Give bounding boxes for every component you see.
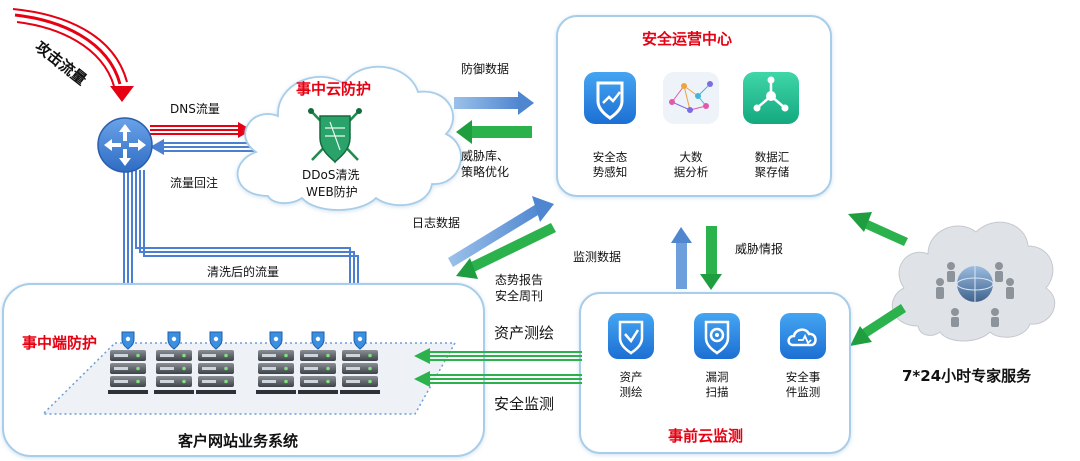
situational-awareness-icon bbox=[584, 72, 636, 124]
soc-title: 安全运营中心 bbox=[642, 30, 733, 48]
situation-report-arrow bbox=[456, 223, 556, 279]
asset-mapping-arrow bbox=[428, 351, 582, 361]
data-aggregation-icon bbox=[743, 72, 799, 124]
server-icon bbox=[256, 331, 296, 394]
server-icon bbox=[196, 331, 236, 394]
precloud-item-label: 资产 测绘 bbox=[619, 370, 643, 399]
big-data-icon bbox=[663, 72, 719, 124]
soc-item-label: 安全态 势感知 bbox=[592, 150, 628, 179]
dns-traffic-arrow bbox=[150, 122, 252, 138]
customer-system-title: 客户网站业务系统 bbox=[178, 432, 299, 450]
expert-team-icon bbox=[936, 262, 1014, 327]
monitor-data-label: 监测数据 bbox=[573, 250, 622, 264]
shield-swords-icon bbox=[308, 108, 362, 164]
asset-mapping-arrowhead bbox=[414, 348, 430, 364]
threat-intel-arrow bbox=[700, 226, 722, 290]
server-icon bbox=[298, 331, 338, 394]
defense-data-label: 防御数据 bbox=[461, 62, 510, 76]
server-platform bbox=[41, 342, 457, 415]
server-icon bbox=[340, 331, 380, 394]
log-data-label: 日志数据 bbox=[412, 216, 461, 230]
expert-to-precloud-arrow bbox=[850, 304, 906, 346]
attack-traffic-arrow bbox=[12, 8, 134, 102]
threat-intel-label: 威胁情报 bbox=[735, 242, 784, 256]
defense-data-arrow bbox=[454, 91, 534, 115]
router-icon bbox=[97, 117, 153, 173]
expert-service-label: 7*24小时专家服务 bbox=[902, 367, 1032, 385]
server-icon bbox=[108, 331, 148, 394]
monitor-data-arrow bbox=[671, 227, 692, 289]
precloud-item-label: 漏洞 扫描 bbox=[705, 370, 729, 399]
asset-mapping-icon bbox=[608, 313, 654, 359]
threat-db-label: 威胁库、 策略优化 bbox=[461, 149, 510, 179]
server-icon bbox=[154, 331, 194, 394]
log-data-arrow bbox=[448, 196, 554, 267]
security-monitoring-arrowhead bbox=[414, 371, 430, 387]
security-event-icon bbox=[780, 313, 826, 359]
expert-to-soc-arrow bbox=[848, 212, 908, 246]
threat-db-arrow bbox=[456, 120, 532, 144]
situation-report-label: 态势报告 安全周刊 bbox=[495, 273, 544, 303]
ddos-cleaning-label: DDoS清洗 bbox=[302, 168, 360, 182]
security-monitoring-arrow bbox=[428, 374, 582, 384]
cleaned-traffic-label: 清洗后的流量 bbox=[207, 265, 280, 279]
precloud-title: 事前云监测 bbox=[668, 427, 744, 445]
vulnerability-scan-icon bbox=[694, 313, 740, 359]
precloud-item-label: 安全事 件监测 bbox=[785, 370, 821, 399]
traffic-return-label: 流量回注 bbox=[170, 176, 219, 190]
security-monitoring-label: 安全监测 bbox=[494, 395, 555, 413]
dns-traffic-label: DNS流量 bbox=[170, 102, 220, 116]
cloud-protection-title: 事中云防护 bbox=[296, 80, 372, 98]
asset-mapping-label: 资产测绘 bbox=[494, 324, 555, 342]
soc-item-label: 数据汇 聚存储 bbox=[754, 150, 790, 179]
servers-group bbox=[108, 331, 380, 394]
web-protection-label: WEB防护 bbox=[306, 185, 358, 199]
endpoint-title: 事中端防护 bbox=[22, 334, 98, 352]
return-traffic-arrow bbox=[150, 139, 256, 155]
soc-item-label: 大数 据分析 bbox=[673, 150, 709, 179]
